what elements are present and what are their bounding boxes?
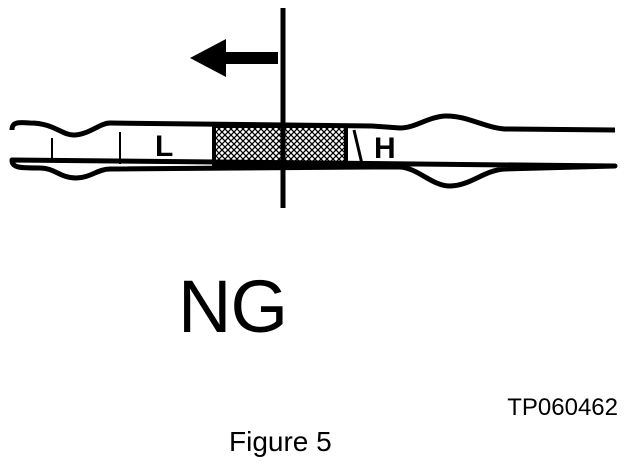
part-number-label: TP060462 — [507, 394, 618, 421]
figure-caption: Figure 5 — [229, 426, 332, 457]
high-mark-tick — [352, 129, 364, 165]
low-mark-label: L — [155, 130, 173, 163]
dipstick-outline — [9, 113, 618, 189]
high-mark-label: H — [374, 132, 396, 165]
verdict-label: NG — [178, 265, 288, 348]
oil-level-band — [212, 124, 348, 168]
arrow-left-icon — [190, 39, 278, 77]
